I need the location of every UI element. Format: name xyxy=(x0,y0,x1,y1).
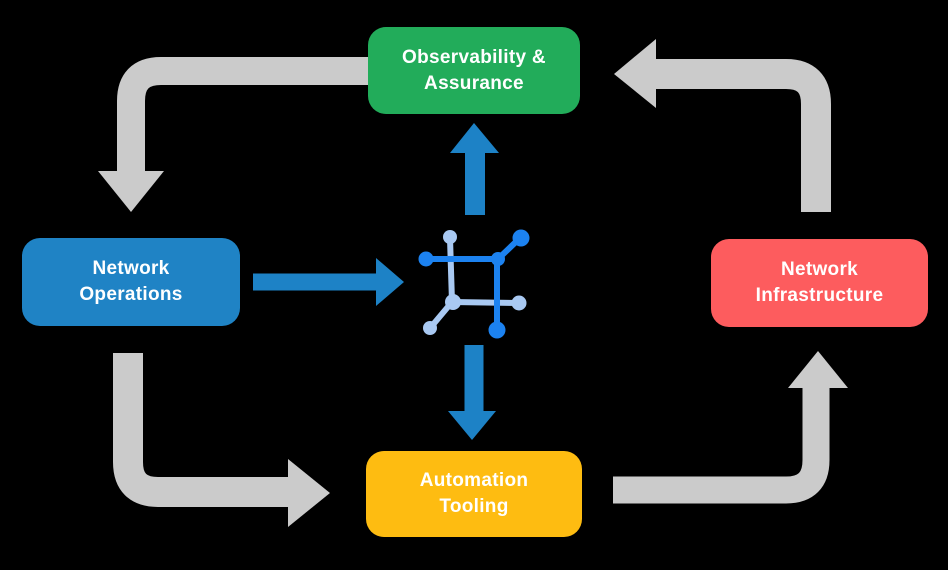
arrow-infrastructure-to-observability xyxy=(614,39,831,212)
arrow-observability-to-operations xyxy=(98,57,368,212)
node-automation-tooling-label: Automation Tooling xyxy=(419,470,529,517)
network-automation-icon xyxy=(418,229,530,339)
arrow-operations-to-center xyxy=(253,258,404,306)
node-observability-assurance: Observability & Assurance xyxy=(368,27,580,114)
node-network-operations-label: Network Operations xyxy=(79,258,183,305)
arrow-automation-to-infrastructure xyxy=(613,351,848,504)
arrow-center-to-observability xyxy=(450,123,499,215)
arrow-center-to-automation xyxy=(448,345,496,440)
node-network-infrastructure: Network Infrastructure xyxy=(711,239,928,327)
node-observability-assurance-label: Observability & Assurance xyxy=(402,46,546,94)
node-automation-tooling: Automation Tooling xyxy=(366,451,582,537)
node-network-operations: Network Operations xyxy=(22,238,240,326)
node-network-infrastructure-label: Network Infrastructure xyxy=(755,259,884,306)
arrow-operations-to-automation xyxy=(113,353,330,527)
